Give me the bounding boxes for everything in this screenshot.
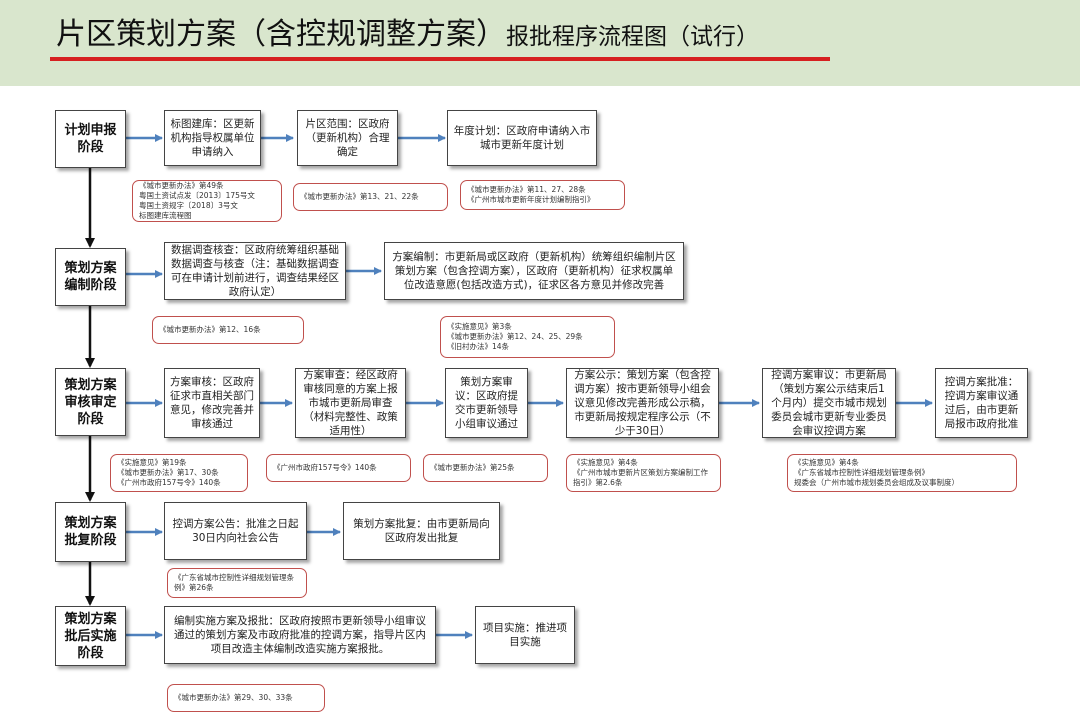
page-title: 片区策划方案（含控规调整方案）报批程序流程图（试行）	[56, 16, 759, 56]
ref-5-1: 《城市更新办法》第29、30、33条	[167, 684, 325, 712]
ref-3-2: 《广州市政府157号令》140条	[266, 454, 411, 482]
step-3-4: 方案公示：策划方案（包含控调方案）按市更新领导小组会议意见修改完善形成公示稿，市…	[566, 368, 719, 438]
step-3-6: 控调方案批准：控调方案审议通过后，由市更新局报市政府批准	[935, 368, 1028, 438]
ref-1-3: 《城市更新办法》第11、27、28条 《广州市城市更新年度计划编制指引》	[460, 180, 625, 210]
stage-label-5: 策划方案 批后实施 阶段	[55, 606, 126, 666]
ref-1-2: 《城市更新办法》第13、21、22条	[293, 183, 448, 211]
step-4-1: 控调方案公告：批准之日起30日内向社会公告	[164, 502, 307, 560]
ref-3-4: 《实施意见》第4条 《广州市城市更新片区策划方案编制工作指引》第2.6条	[566, 454, 721, 492]
ref-2-1: 《城市更新办法》第12、16条	[152, 316, 304, 344]
title-main: 片区策划方案（含控规调整方案）	[56, 17, 506, 52]
ref-3-1: 《实施意见》第19条 《城市更新办法》第17、30条 《广州市政府157号令》1…	[110, 454, 248, 492]
step-5-2: 项目实施：推进项目实施	[475, 606, 575, 664]
ref-3-5: 《实施意见》第4条 《广东省城市控制性详细规划管理条例》 规委会（广州市城市规划…	[787, 454, 1017, 492]
step-2-1: 数据调查核查：区政府统筹组织基础数据调查与核查（注：基础数据调查可在申请计划前进…	[164, 242, 346, 300]
step-1-1: 标图建库：区更新机构指导权属单位申请纳入	[164, 110, 261, 166]
step-3-2: 方案审查：经区政府审核同意的方案上报市城市更新局审查（材料完整性、政策适用性）	[295, 368, 406, 438]
step-1-2: 片区范围：区政府（更新机构）合理确定	[297, 110, 398, 166]
step-3-3: 策划方案审议：区政府提交市更新领导小组审议通过	[445, 368, 528, 438]
stage-label-2: 策划方案 编制阶段	[55, 248, 126, 306]
stage-label-4: 策划方案 批复阶段	[55, 502, 126, 562]
title-underline	[50, 57, 830, 61]
step-1-3: 年度计划：区政府申请纳入市城市更新年度计划	[447, 110, 597, 166]
stage-label-3: 策划方案 审核审定 阶段	[55, 368, 126, 436]
ref-2-2: 《实施意见》第3条 《城市更新办法》第12、24、25、29条 《旧村办法》14…	[440, 316, 615, 358]
step-4-2: 策划方案批复：由市更新局向区政府发出批复	[343, 502, 500, 560]
step-3-5: 控调方案审议：市更新局（策划方案公示结束后1个月内）提交市城市规划委员会城市更新…	[762, 368, 896, 438]
step-5-1: 编制实施方案及报批：区政府按照市更新领导小组审议通过的策划方案及市政府批准的控调…	[164, 606, 436, 664]
title-sub: 报批程序流程图（试行）	[506, 24, 759, 50]
step-2-2: 方案编制：市更新局或区政府（更新机构）统筹组织编制片区策划方案（包含控调方案），…	[384, 242, 684, 300]
stage-label-1: 计划申报 阶段	[55, 110, 126, 168]
ref-1-1: 《城市更新办法》第49条 粤国土资试点发〔2013〕175号文 粤国土资规字〔2…	[132, 180, 282, 222]
header-band	[0, 0, 1080, 86]
step-3-1: 方案审核：区政府征求市直相关部门意见，修改完善并审核通过	[164, 368, 260, 438]
ref-3-3: 《城市更新办法》第25条	[423, 454, 548, 482]
ref-4-1: 《广东省城市控制性详细规划管理条例》第26条	[167, 568, 307, 598]
